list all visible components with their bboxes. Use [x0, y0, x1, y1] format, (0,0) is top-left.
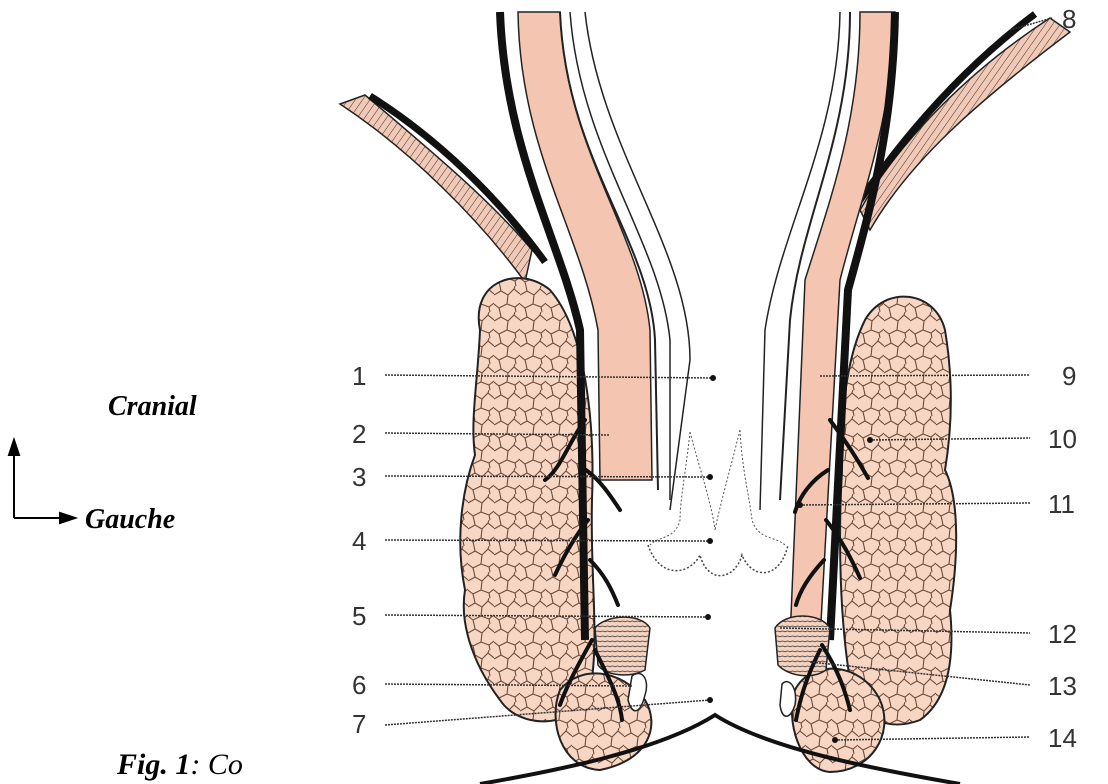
label-14: 14: [1048, 723, 1077, 753]
perianal-skin: [480, 715, 960, 784]
label-10: 10: [1048, 424, 1077, 454]
label-1: 1: [352, 361, 366, 391]
right-ischiorectal-fat: [840, 297, 956, 725]
orientation-left-label: Gauche: [85, 504, 175, 536]
figure-caption: Fig. 1: Co: [117, 748, 243, 782]
label-6: 6: [352, 670, 366, 700]
label-5: 5: [352, 601, 366, 631]
labels-left: 1 2 3 4 5 6 7: [352, 361, 366, 739]
label-8: 8: [1062, 4, 1076, 34]
label-12: 12: [1048, 619, 1077, 649]
labels-right: 8 9 10 11 12 13 14: [1048, 4, 1077, 753]
label-9: 9: [1062, 361, 1076, 391]
figure-number: Fig. 1: [117, 748, 190, 781]
right-venous-plexus: [780, 682, 796, 717]
label-2: 2: [352, 419, 366, 449]
figure-caption-text: : Co: [190, 748, 243, 781]
orientation-arrows: [9, 440, 75, 523]
label-11: 11: [1048, 489, 1075, 519]
orientation-cranial-label: Cranial: [108, 391, 197, 423]
left-ischiorectal-fat: [460, 278, 594, 721]
label-4: 4: [352, 526, 366, 556]
anal-valves: [648, 545, 788, 576]
label-3: 3: [352, 462, 366, 492]
label-13: 13: [1048, 671, 1077, 701]
leader-dots-left: [705, 375, 716, 703]
label-7: 7: [352, 709, 366, 739]
